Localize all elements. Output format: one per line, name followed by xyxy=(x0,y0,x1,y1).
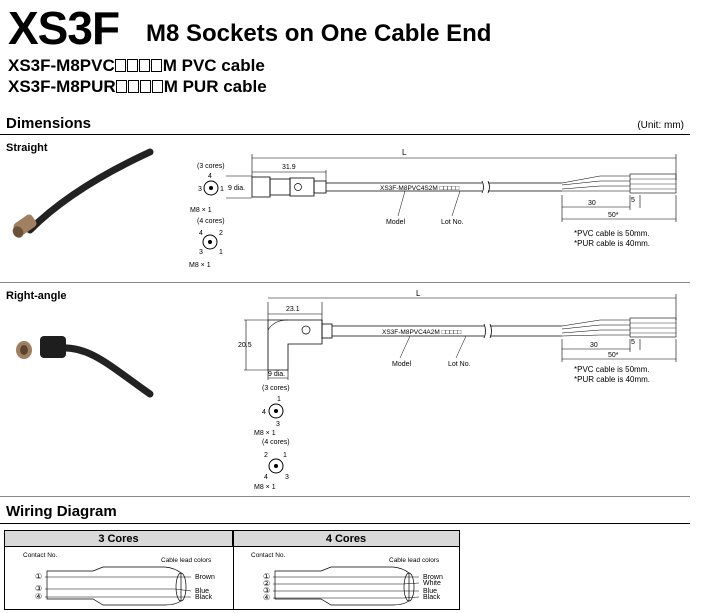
wiring-col3-color-brown: Brown xyxy=(195,574,215,581)
straight-pin3-face xyxy=(203,180,219,196)
right-angle-strip30: 30 xyxy=(590,342,598,349)
right-angle-connector xyxy=(267,319,323,371)
series-title: XS3F xyxy=(8,2,120,54)
dimensions-divider xyxy=(0,282,690,283)
straight-pin4-c: 3 xyxy=(199,249,203,256)
straight-strip5: 5 xyxy=(631,197,635,204)
right-angle-pin4-face xyxy=(268,458,284,474)
wiring-col4-color-label: Cable lead colors xyxy=(389,557,440,564)
straight-cable-print: XS3F-M8PVC4S2M □□□□□ xyxy=(380,185,459,192)
straight-socket-photo xyxy=(12,214,37,238)
wiring-col4-contact-4: ④ xyxy=(263,593,270,602)
straight-pin4-b: 2 xyxy=(219,230,223,237)
right-angle-socket-photo xyxy=(16,336,66,359)
straight-thread-4: M8 × 1 xyxy=(189,262,211,269)
straight-pin3-a: 4 xyxy=(208,173,212,180)
wiring-col3-color-label: Cable lead colors xyxy=(161,557,212,564)
straight-cable-photo xyxy=(26,148,154,234)
wiring-col4-contact-2: ② xyxy=(263,579,270,588)
right-angle-note1: *PVC cable is 50mm. xyxy=(574,365,650,374)
dimensions-heading: Dimensions xyxy=(6,115,92,132)
right-angle-note2: *PUR cable is 40mm. xyxy=(574,375,650,384)
straight-cores3: (3 cores) xyxy=(197,163,225,170)
right-angle-dia: 9 dia. xyxy=(268,371,285,378)
straight-model-label: Model xyxy=(386,219,406,226)
right-angle-height: 20.5 xyxy=(238,342,252,349)
straight-cores4: (4 cores) xyxy=(197,218,225,225)
wiring-divider xyxy=(0,496,690,497)
model-prefix: XS3F-M8PVC xyxy=(8,56,115,75)
right-angle-strip5: 5 xyxy=(631,339,635,346)
wiring-col3-color-blue: Blue xyxy=(195,588,209,595)
straight-pin4-face xyxy=(202,234,218,250)
right-angle-model-label: Model xyxy=(392,361,412,368)
right-angle-pin4-c: 4 xyxy=(264,474,268,481)
right-angle-label: Right-angle xyxy=(6,290,67,302)
right-angle-pin3-b: 4 xyxy=(262,409,266,416)
model-line-pur: XS3F-M8PUR M PUR cable xyxy=(8,77,267,97)
wiring-col3-color-black: Black xyxy=(195,594,213,601)
straight-label: Straight xyxy=(6,142,48,154)
wiring-col4-title: 4 Cores xyxy=(233,531,459,547)
model-suffix: M PUR cable xyxy=(163,77,267,96)
right-angle-pin3-face xyxy=(268,403,284,419)
wiring-col4-color-brown: Brown xyxy=(423,574,443,581)
straight-len-total: L xyxy=(402,148,407,157)
dimensions-rule xyxy=(0,134,690,135)
straight-note1: *PVC cable is 50mm. xyxy=(574,229,650,238)
wiring-col4-color-white: White xyxy=(423,580,441,587)
right-angle-thread-3: M8 × 1 xyxy=(254,430,276,437)
unit-label: (Unit: mm) xyxy=(637,120,684,131)
wiring-col4-contact-3: ③ xyxy=(263,586,270,595)
straight-pin3-b: 3 xyxy=(198,186,202,193)
straight-drawing: (3 cores) 4 3 1 M8 × 1 (4 cores) 4 2 3 1… xyxy=(12,148,677,269)
right-angle-pin3-c: 3 xyxy=(276,421,280,428)
straight-lot-label: Lot No. xyxy=(441,219,464,226)
right-angle-cable-photo xyxy=(56,344,154,398)
wiring-col4-color-black: Black xyxy=(423,594,441,601)
right-angle-cores3: (3 cores) xyxy=(262,385,290,392)
right-angle-pin4-d: 3 xyxy=(285,474,289,481)
model-prefix: XS3F-M8PUR xyxy=(8,77,116,96)
wiring-col3-contact-1: ① xyxy=(35,572,42,581)
straight-dia: 9 dia. xyxy=(228,185,245,192)
right-angle-cable-print: XS3F-M8PVC4A2M □□□□□ xyxy=(382,329,461,336)
straight-len-connector: 31.9 xyxy=(282,164,296,171)
model-suffix: M PVC cable xyxy=(162,56,265,75)
wiring-col4-contact-label: Contact No. xyxy=(251,552,286,559)
wiring-col4-contact-1: ① xyxy=(263,572,270,581)
right-angle-pin4-a: 2 xyxy=(264,452,268,459)
wiring-col4-color-blue: Blue xyxy=(423,588,437,595)
straight-pin4-d: 1 xyxy=(219,249,223,256)
straight-pin4-a: 4 xyxy=(199,230,203,237)
series-subtitle: M8 Sockets on One Cable End xyxy=(146,20,492,47)
straight-strip30: 30 xyxy=(588,200,596,207)
straight-strip50: 50* xyxy=(608,212,619,219)
wiring-heading: Wiring Diagram xyxy=(6,503,117,520)
right-angle-pin4-b: 1 xyxy=(283,452,287,459)
wiring-col3-contact-label: Contact No. xyxy=(23,552,58,559)
wiring-col3-contact-4: ④ xyxy=(35,592,42,601)
wiring-table: 3 Cores 4 Cores Contact No. Cable lead c… xyxy=(4,530,460,610)
wiring-col3-title: 3 Cores xyxy=(5,531,233,547)
right-angle-pin3-a: 1 xyxy=(277,396,281,403)
right-angle-drawing: 20.5 9 dia. 23.1 L XS3F-M8PVC4A2M □□□□□ … xyxy=(16,289,677,491)
straight-note2: *PUR cable is 40mm. xyxy=(574,239,650,248)
wiring-rule xyxy=(0,523,690,524)
straight-thread-3: M8 × 1 xyxy=(190,207,212,214)
right-angle-cores4: (4 cores) xyxy=(262,439,290,446)
model-line-pvc: XS3F-M8PVC M PVC cable xyxy=(8,56,265,76)
right-angle-len-connector: 23.1 xyxy=(286,306,300,313)
wiring-col3-contact-3: ③ xyxy=(35,584,42,593)
straight-pin3-c: 1 xyxy=(220,186,224,193)
wiring-diagrams: Contact No. Cable lead colors ① ③ ④ Brow… xyxy=(23,552,443,606)
right-angle-thread-4: M8 × 1 xyxy=(254,484,276,491)
straight-connector-nut xyxy=(251,176,271,198)
right-angle-len-total: L xyxy=(416,289,421,298)
right-angle-strip50: 50* xyxy=(608,352,619,359)
right-angle-lot-label: Lot No. xyxy=(448,361,471,368)
